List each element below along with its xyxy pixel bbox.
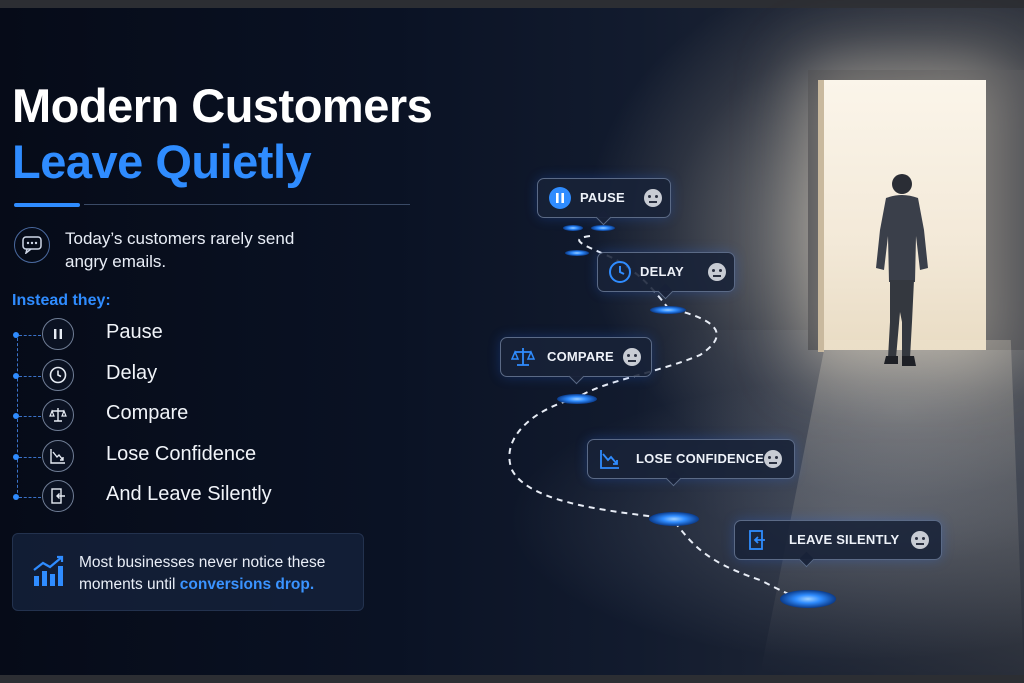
trend-down-icon <box>42 440 74 472</box>
step-leave-silently: And Leave Silently <box>13 480 334 514</box>
instead-label: Instead they: <box>12 292 111 309</box>
timeline-connector <box>19 416 41 417</box>
walking-person-silhouette <box>876 174 928 366</box>
insight-callout: Most businesses never notice these momen… <box>12 533 364 611</box>
step-pause: Pause <box>13 318 334 352</box>
insight-text-main: Most businesses never notice these momen… <box>79 554 326 593</box>
path-disc <box>649 512 699 526</box>
step-label: Compare <box>106 402 189 424</box>
exit-door-icon <box>42 480 74 512</box>
journey-card-label: DELAY <box>640 264 684 279</box>
step-lose-confidence: Lose Confidence <box>13 440 334 474</box>
journey-card-leave-silently: LEAVE SILENTLY <box>734 520 942 568</box>
timeline-dot <box>13 494 19 500</box>
journey-card-label: COMPARE <box>547 349 614 364</box>
clock-icon <box>42 359 74 391</box>
journey-card-pause: PAUSE <box>537 178 671 226</box>
timeline-dot <box>13 413 19 419</box>
divider-rule <box>84 204 410 205</box>
neutral-face-icon <box>708 263 726 281</box>
clock-icon <box>608 260 632 284</box>
journey-card-compare: COMPARE <box>500 337 652 385</box>
timeline-dot <box>13 373 19 379</box>
intro-text: Today’s customers rarely send angry emai… <box>65 229 295 271</box>
path-disc <box>591 225 615 231</box>
journey-card-label: LOSE CONFIDENCE <box>636 451 764 466</box>
bar-chart-up-icon <box>31 554 67 593</box>
scale-icon <box>42 399 74 431</box>
step-label: Pause <box>106 321 163 343</box>
neutral-face-icon <box>764 450 782 468</box>
timeline-connector <box>19 335 41 336</box>
timeline-connector <box>19 376 41 377</box>
headline-line-2: Leave Quietly <box>12 135 312 188</box>
door-frame <box>818 80 824 352</box>
bottom-border <box>0 675 1024 683</box>
accent-underline <box>14 203 80 207</box>
pause-icon <box>548 186 572 210</box>
step-compare: Compare <box>13 399 334 433</box>
top-border <box>0 0 1024 8</box>
step-label: And Leave Silently <box>106 483 272 505</box>
timeline-connector <box>19 457 41 458</box>
step-label: Delay <box>106 362 158 384</box>
exit-door-icon <box>745 528 769 552</box>
insight-highlight: conversions drop. <box>179 576 315 593</box>
journey-card-label: PAUSE <box>580 190 625 205</box>
insight-text: Most businesses never notice these momen… <box>79 552 359 596</box>
journey-card-label: LEAVE SILENTLY <box>789 532 900 547</box>
trend-down-icon <box>598 447 622 471</box>
timeline-dot <box>13 332 19 338</box>
floor-glow <box>430 330 1024 675</box>
journey-card-lose-confidence: LOSE CONFIDENCE <box>587 439 795 487</box>
step-delay: Delay <box>13 359 334 393</box>
path-disc <box>565 250 589 256</box>
step-label: Lose Confidence <box>106 443 257 465</box>
path-disc <box>650 306 686 314</box>
path-disc <box>557 394 597 404</box>
path-disc <box>563 225 583 231</box>
headline-line-1: Modern Customers <box>12 79 433 132</box>
neutral-face-icon <box>644 189 662 207</box>
journey-card-delay: DELAY <box>597 252 735 300</box>
timeline-dot <box>13 454 19 460</box>
neutral-face-icon <box>623 348 641 366</box>
path-disc <box>780 590 836 608</box>
timeline-connector <box>19 497 41 498</box>
pause-icon <box>42 318 74 350</box>
neutral-face-icon <box>911 531 929 549</box>
chat-bubble-icon <box>14 227 50 263</box>
scale-icon <box>511 345 535 369</box>
